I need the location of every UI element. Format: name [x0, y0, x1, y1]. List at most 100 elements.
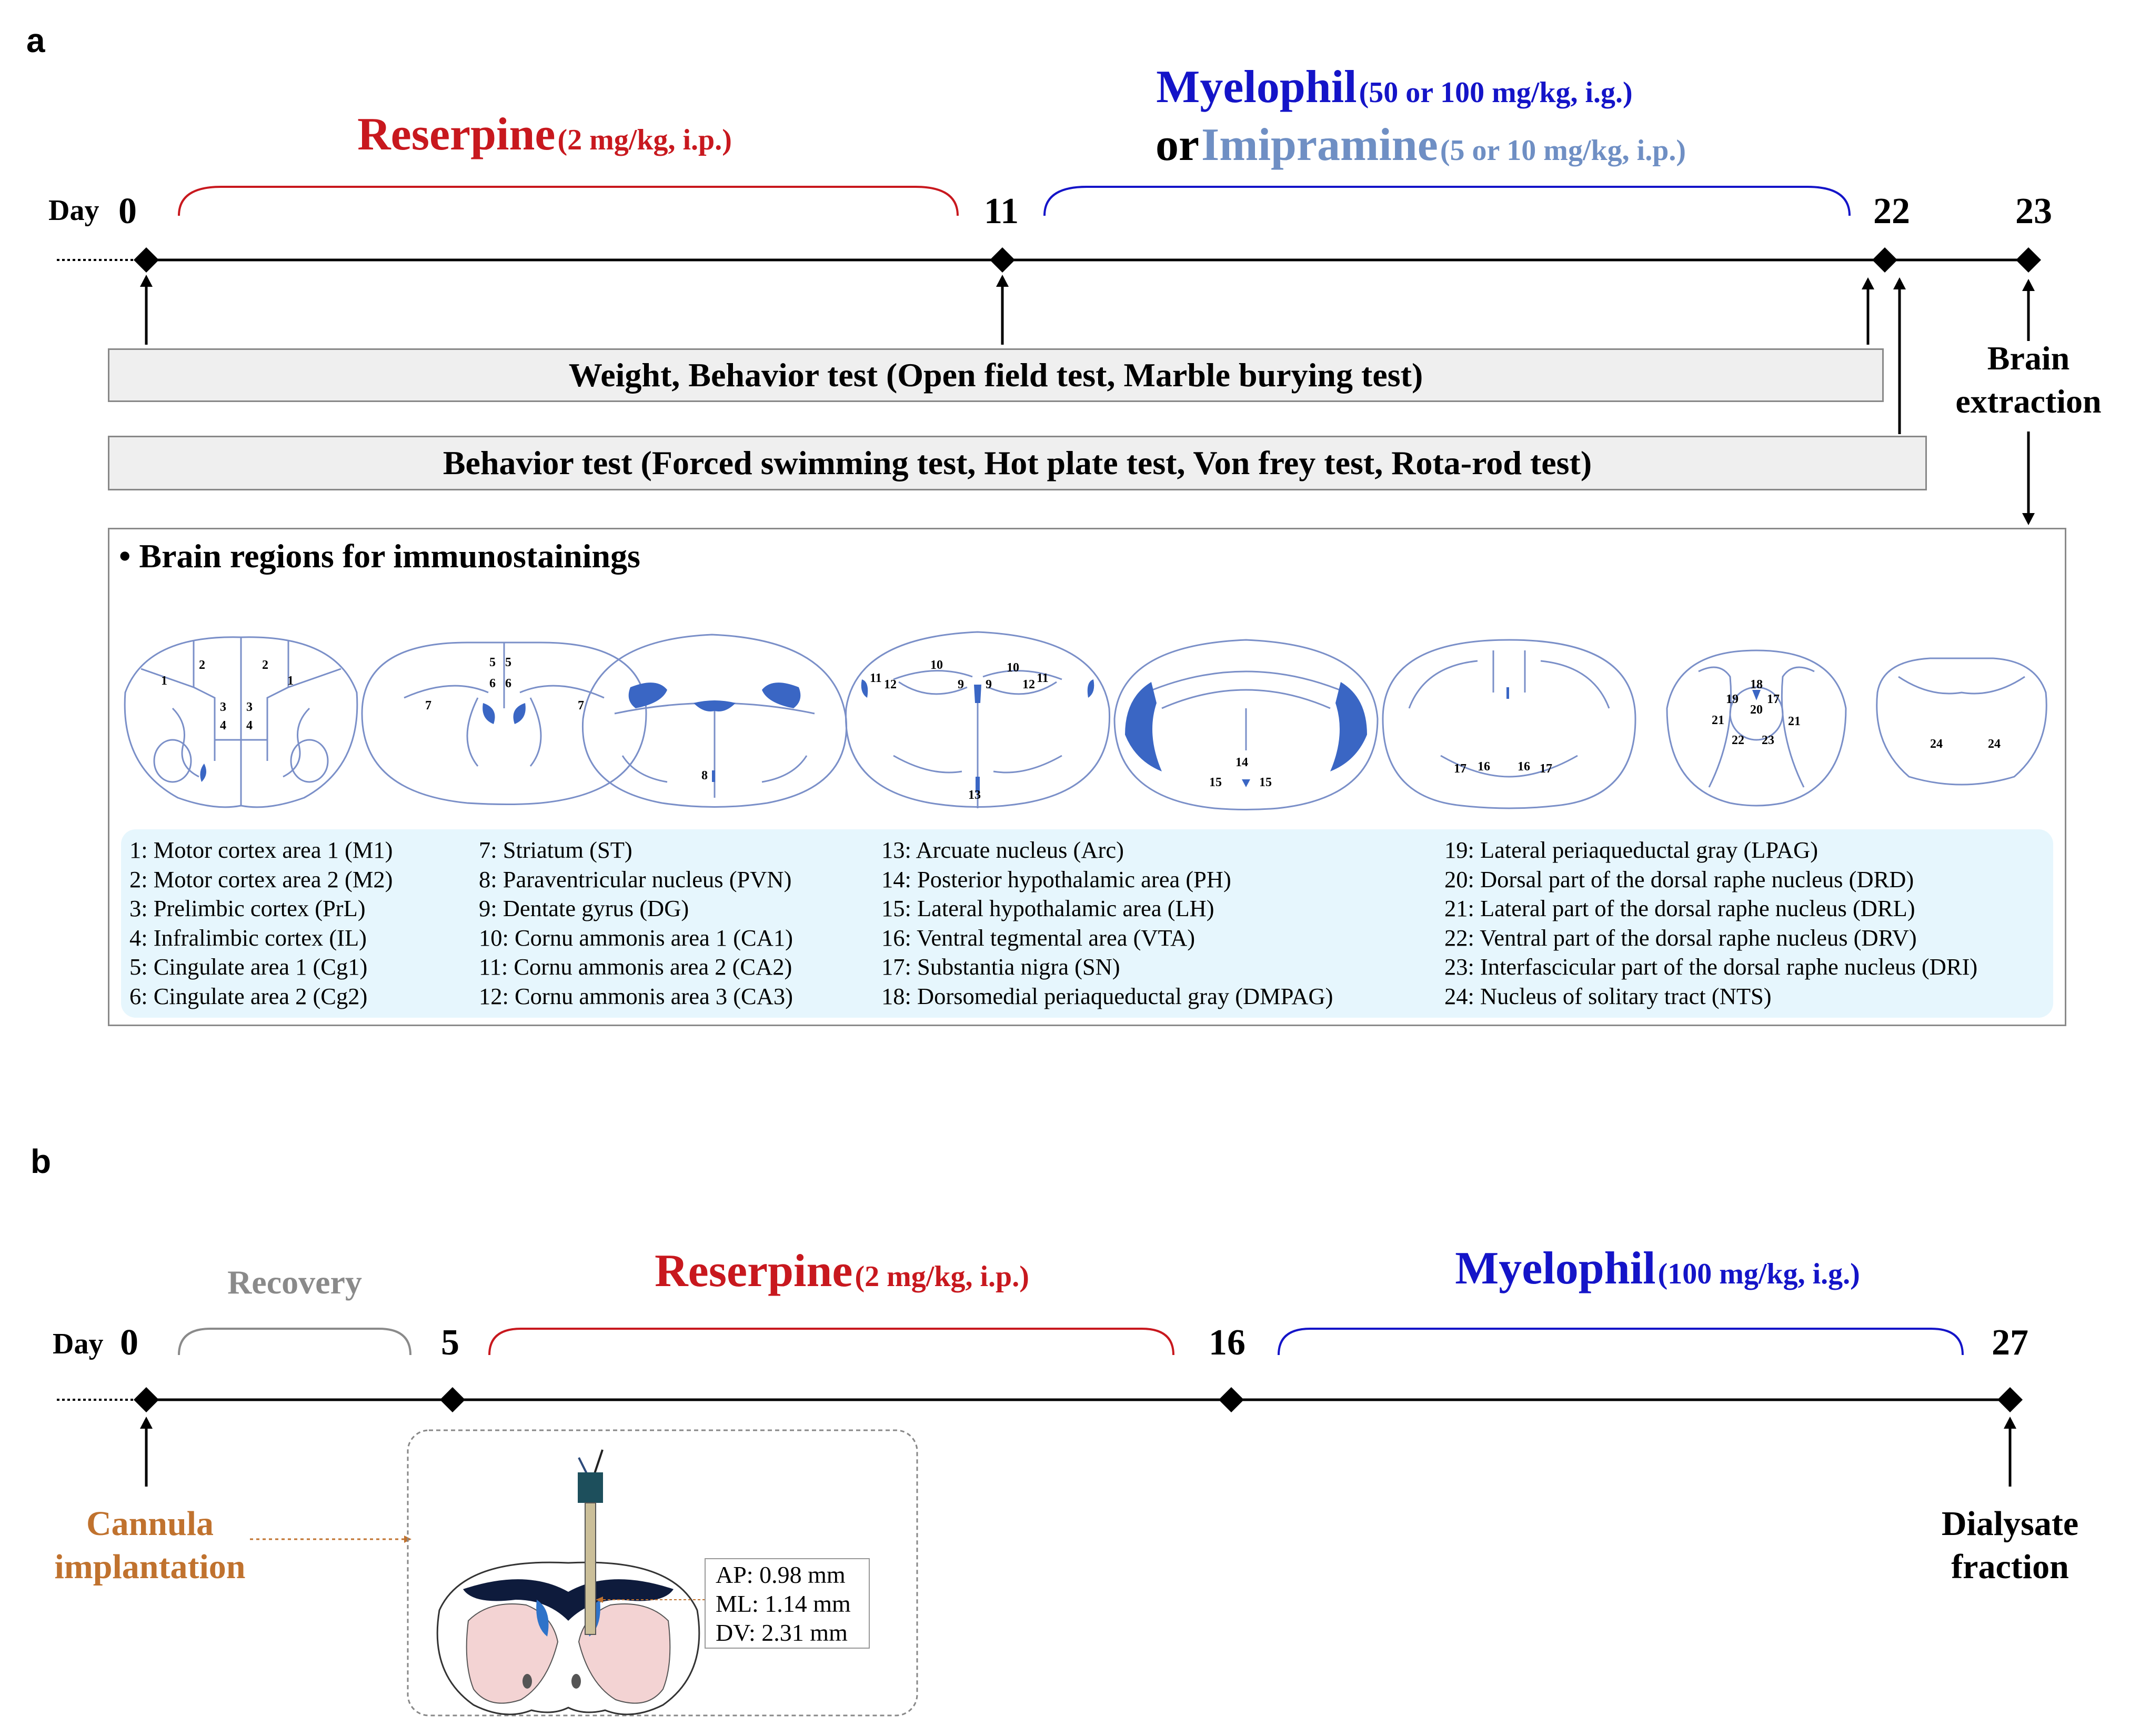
s3-label-0: 8 — [701, 769, 708, 782]
coord-ap: AP: 0.98 mm — [716, 1561, 846, 1588]
brain-regions-title-text: Brain regions for immunostainings — [139, 537, 640, 575]
timeline-diamonds-b — [134, 1387, 2023, 1412]
day-16-b: 16 — [1209, 1322, 1245, 1363]
brain-regions-box: • Brain regions for immunostainings — [108, 528, 2066, 1026]
legend-col-4: 19: Lateral periaqueductal gray (LPAG) 2… — [1444, 836, 1977, 1011]
s8-label-1: 24 — [1988, 737, 2001, 751]
legend-item: 21: Lateral part of the dorsal raphe nuc… — [1444, 895, 1915, 922]
s2-label-0: 5 — [489, 656, 496, 669]
s4-label-5: 9 — [986, 678, 992, 691]
reserpine-bracket-a — [178, 186, 959, 216]
s2-label-5: 7 — [578, 699, 584, 713]
brain-section-3 — [581, 634, 848, 808]
brain-extraction-label: Brain extraction — [1950, 337, 2107, 423]
surgery-box — [407, 1429, 918, 1717]
legend-item: 9: Dentate gyrus (DG) — [479, 895, 689, 922]
s4-label-1: 10 — [1007, 661, 1019, 675]
s2-label-4: 7 — [425, 699, 431, 713]
s1-label-3: 1 — [287, 674, 294, 688]
brain-section-5 — [1113, 639, 1379, 810]
highlighted-regions — [200, 679, 1761, 792]
s8-label-0: 24 — [1930, 737, 1943, 751]
s1-label-1: 2 — [199, 658, 205, 672]
legend-item: 3: Prelimbic cortex (PrL) — [129, 895, 366, 922]
coord-dv: DV: 2.31 mm — [716, 1619, 848, 1646]
s1-label-6: 4 — [220, 719, 226, 732]
legend-col-3: 13: Arcuate nucleus (Arc) 14: Posterior … — [881, 836, 1333, 1011]
cannula-line1: Cannula — [86, 1504, 214, 1543]
legend-item: 2: Motor cortex area 2 (M2) — [129, 866, 393, 892]
s1-label-0: 1 — [161, 674, 167, 688]
reserpine-dose-b: (2 mg/kg, i.p.) — [855, 1260, 1029, 1293]
legend-item: 14: Posterior hypothalamic area (PH) — [881, 866, 1231, 892]
legend-item: 1: Motor cortex area 1 (M1) — [129, 837, 393, 863]
s7-label-2: 17 — [1767, 693, 1780, 706]
s4-label-6: 12 — [1022, 678, 1035, 691]
cannula-label: Cannula implantation — [26, 1502, 274, 1589]
region-legend: 1: Motor cortex area 1 (M1) 2: Motor cor… — [121, 829, 2053, 1018]
brain-coronal-icon — [436, 1561, 700, 1715]
legend-item: 5: Cingulate area 1 (Cg1) — [129, 954, 368, 980]
s2-label-1: 5 — [505, 656, 511, 669]
cannula-probe-icon — [578, 1449, 604, 1635]
imipramine-name: Imipramine — [1201, 119, 1438, 170]
s7-label-7: 23 — [1762, 734, 1774, 747]
legend-item: 7: Striatum (ST) — [479, 837, 632, 863]
legend-item: 22: Ventral part of the dorsal raphe nuc… — [1444, 924, 1917, 951]
legend-item: 24: Nucleus of solitary tract (NTS) — [1444, 982, 1772, 1009]
s5-label-1: 15 — [1209, 776, 1222, 789]
day-27-b: 27 — [1992, 1322, 2028, 1363]
s7-label-4: 21 — [1712, 714, 1724, 727]
brain-section-2 — [361, 641, 647, 805]
brain-regions-title: • Brain regions for immunostainings — [119, 537, 640, 576]
behavior-box-2: Behavior test (Forced swimming test, Hot… — [108, 436, 1927, 490]
panel-a-letter: a — [26, 22, 45, 59]
myelophil-dose-b: (100 mg/kg, i.g.) — [1657, 1258, 1860, 1290]
s6-label-1: 16 — [1478, 760, 1490, 774]
dialysate-line1: Dialysate — [1941, 1504, 2079, 1543]
s5-label-2: 15 — [1259, 776, 1272, 789]
s7-label-5: 21 — [1788, 715, 1801, 728]
dialysate-line2: fraction — [1951, 1548, 2069, 1586]
s7-label-1: 19 — [1726, 693, 1739, 706]
coords-box — [705, 1558, 870, 1649]
legend-item: 16: Ventral tegmental area (VTA) — [881, 924, 1195, 951]
brain-sections: 1 2 2 1 3 3 4 4 5 5 6 6 7 7 8 10 10 11 1… — [124, 631, 2047, 810]
imipramine-dose: (5 or 10 mg/kg, i.p.) — [1440, 134, 1686, 167]
brain-section-6 — [1382, 639, 1636, 809]
legend-item: 19: Lateral periaqueductal gray (LPAG) — [1444, 837, 1819, 863]
myelophil-name-b: Myelophil — [1455, 1243, 1656, 1294]
s2-label-2: 6 — [489, 677, 496, 690]
coord-ml: ML: 1.14 mm — [716, 1590, 851, 1617]
s7-label-6: 22 — [1732, 734, 1744, 747]
day-23-a: 23 — [2015, 191, 2052, 232]
brain-section-1 — [124, 636, 358, 808]
legend-item: 6: Cingulate area 2 (Cg2) — [129, 982, 368, 1009]
legend-col-1: 1: Motor cortex area 1 (M1) 2: Motor cor… — [129, 836, 393, 1011]
bullet-icon: • — [119, 537, 139, 575]
legend-item: 23: Interfascicular part of the dorsal r… — [1444, 954, 1978, 980]
s6-label-3: 17 — [1540, 762, 1552, 776]
cannula-line2: implantation — [54, 1548, 246, 1586]
legend-item: 18: Dorsomedial periaqueductal gray (DMP… — [881, 982, 1333, 1009]
reserpine-dose: (2 mg/kg, i.p.) — [557, 124, 732, 156]
day-label-a: Day — [48, 194, 99, 227]
s7-label-3: 20 — [1750, 703, 1763, 717]
s4-label-4: 9 — [958, 678, 964, 691]
s4-label-3: 12 — [884, 678, 897, 691]
legend-item: 10: Cornu ammonis area 1 (CA1) — [479, 924, 793, 951]
day-5-b: 5 — [441, 1322, 459, 1363]
myelophil-bracket-b — [1278, 1328, 1964, 1356]
legend-col-2: 7: Striatum (ST) 8: Paraventricular nucl… — [479, 836, 793, 1011]
legend-item: 12: Cornu ammonis area 3 (CA3) — [479, 982, 793, 1009]
day-22-a: 22 — [1873, 191, 1910, 232]
day-0-a: 0 — [118, 191, 137, 232]
s4-label-2: 11 — [870, 671, 882, 685]
s1-label-2: 2 — [262, 658, 268, 672]
timeline-b — [57, 1328, 2023, 1717]
myelophil-label-a: Myelophil (50 or 100 mg/kg, i.g.) — [884, 61, 1905, 114]
recovery-bracket — [178, 1328, 411, 1356]
s1-label-5: 3 — [246, 700, 253, 714]
s1-label-4: 3 — [220, 700, 226, 714]
brain-extraction-line1: Brain — [1987, 339, 2070, 377]
